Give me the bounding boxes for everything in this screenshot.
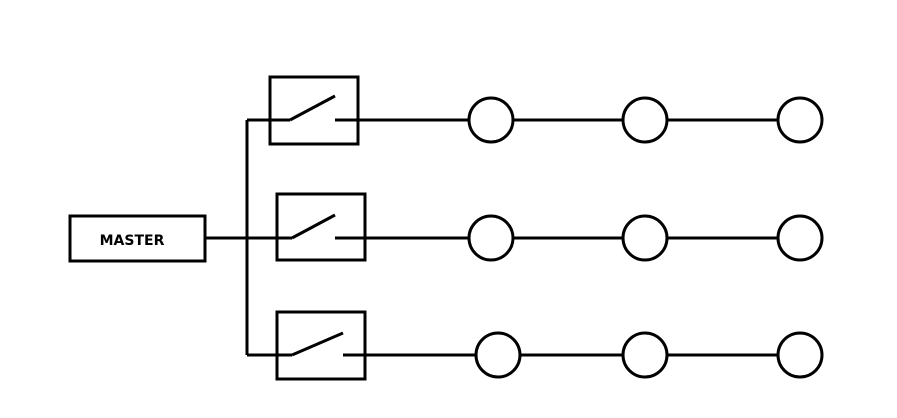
node xyxy=(621,96,669,144)
node xyxy=(467,214,515,262)
switch-middle xyxy=(247,192,367,262)
branch-top xyxy=(247,75,824,146)
node xyxy=(474,331,522,379)
node xyxy=(776,214,824,262)
switch-bottom xyxy=(247,310,367,381)
branch-bottom xyxy=(247,310,824,381)
node xyxy=(776,96,824,144)
switch-blade xyxy=(289,94,336,122)
node xyxy=(776,331,824,379)
master-box: MASTER xyxy=(68,214,207,263)
branch-middle xyxy=(247,192,824,262)
master-label: MASTER xyxy=(100,233,165,249)
node xyxy=(621,331,669,379)
node xyxy=(467,96,515,144)
node xyxy=(621,214,669,262)
switch-blade xyxy=(291,213,336,240)
switch-top xyxy=(247,75,360,146)
switch-blade xyxy=(291,331,344,357)
